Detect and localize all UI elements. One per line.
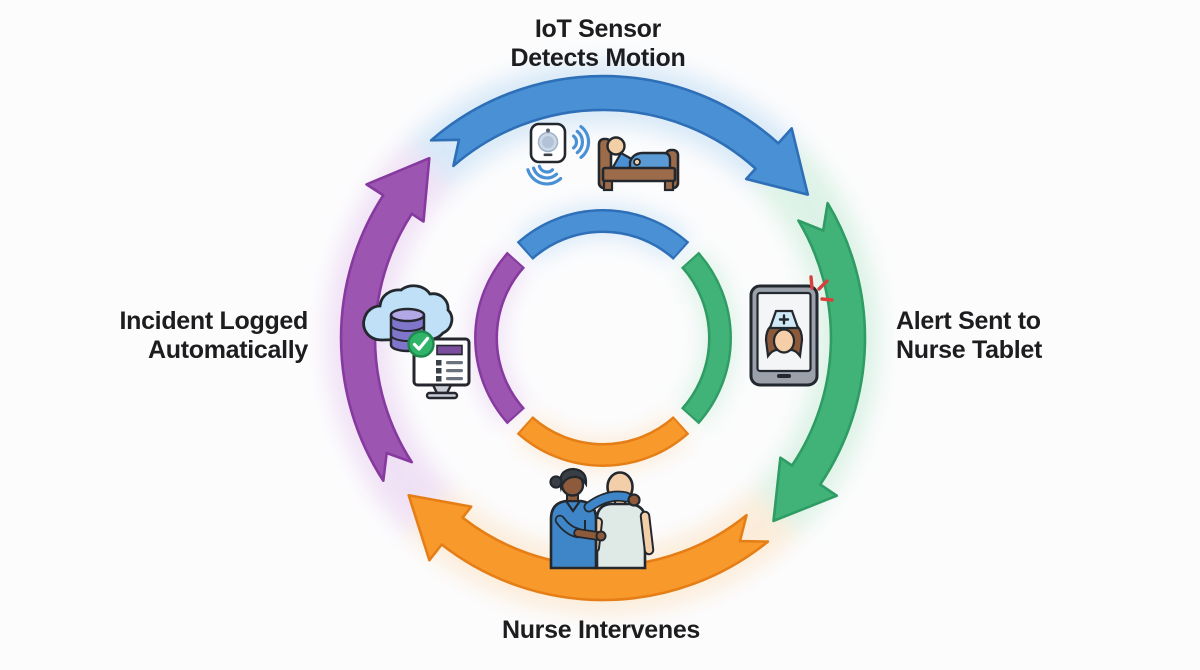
tablet-home-button: [777, 374, 791, 378]
motion-sensor-icon: [529, 122, 567, 164]
inner-ring-bottom-segment: [519, 419, 687, 465]
outer-arrows: [339, 74, 867, 602]
stage-label-line: IoT Sensor: [534, 15, 662, 43]
wifi-waves-icon: [526, 125, 591, 186]
nurse-tablet-alert-icon: [749, 275, 834, 387]
stage-label-incident-logged: Incident Logged Automatically: [0, 307, 308, 365]
cloud-database-log-icon: [362, 284, 471, 400]
motion-sensor-and-patient-bed-icon: [526, 122, 680, 192]
stage-label-line: Nurse Intervenes: [501, 616, 701, 644]
check-badge-icon: [407, 330, 435, 358]
arrow-top-blue: [429, 74, 810, 196]
stage-label-alert-tablet: Alert Sent to Nurse Tablet: [896, 307, 1042, 365]
inner-ring: [474, 209, 732, 467]
patient-figure: [590, 471, 655, 570]
inner-ring-left-segment: [476, 254, 522, 422]
stage-label-line: Alert Sent to: [896, 307, 1041, 335]
arrow-left-purple: [339, 156, 431, 482]
stage-label-line: Automatically: [147, 336, 308, 364]
stage-label-line: Incident Logged: [119, 307, 308, 335]
stage-label-iot-sensor: IoT Sensor Detects Motion: [511, 15, 686, 73]
nurse-figure: [549, 467, 641, 570]
arrow-bottom-orange: [407, 494, 770, 602]
inner-ring-right-segment: [684, 254, 730, 422]
stage-label-line: Detects Motion: [510, 44, 686, 72]
stage-label-line: Nurse Tablet: [896, 336, 1042, 364]
patient-in-bed-icon: [597, 136, 680, 192]
nurse-avatar-icon: [764, 309, 804, 359]
stage-label-nurse-intervenes: Nurse Intervenes: [502, 616, 700, 645]
inner-ring-top-segment: [519, 211, 687, 257]
alert-flash-icon: [809, 275, 834, 302]
arrow-right-green: [772, 201, 867, 523]
nurse-helping-patient-icon: [549, 467, 655, 570]
